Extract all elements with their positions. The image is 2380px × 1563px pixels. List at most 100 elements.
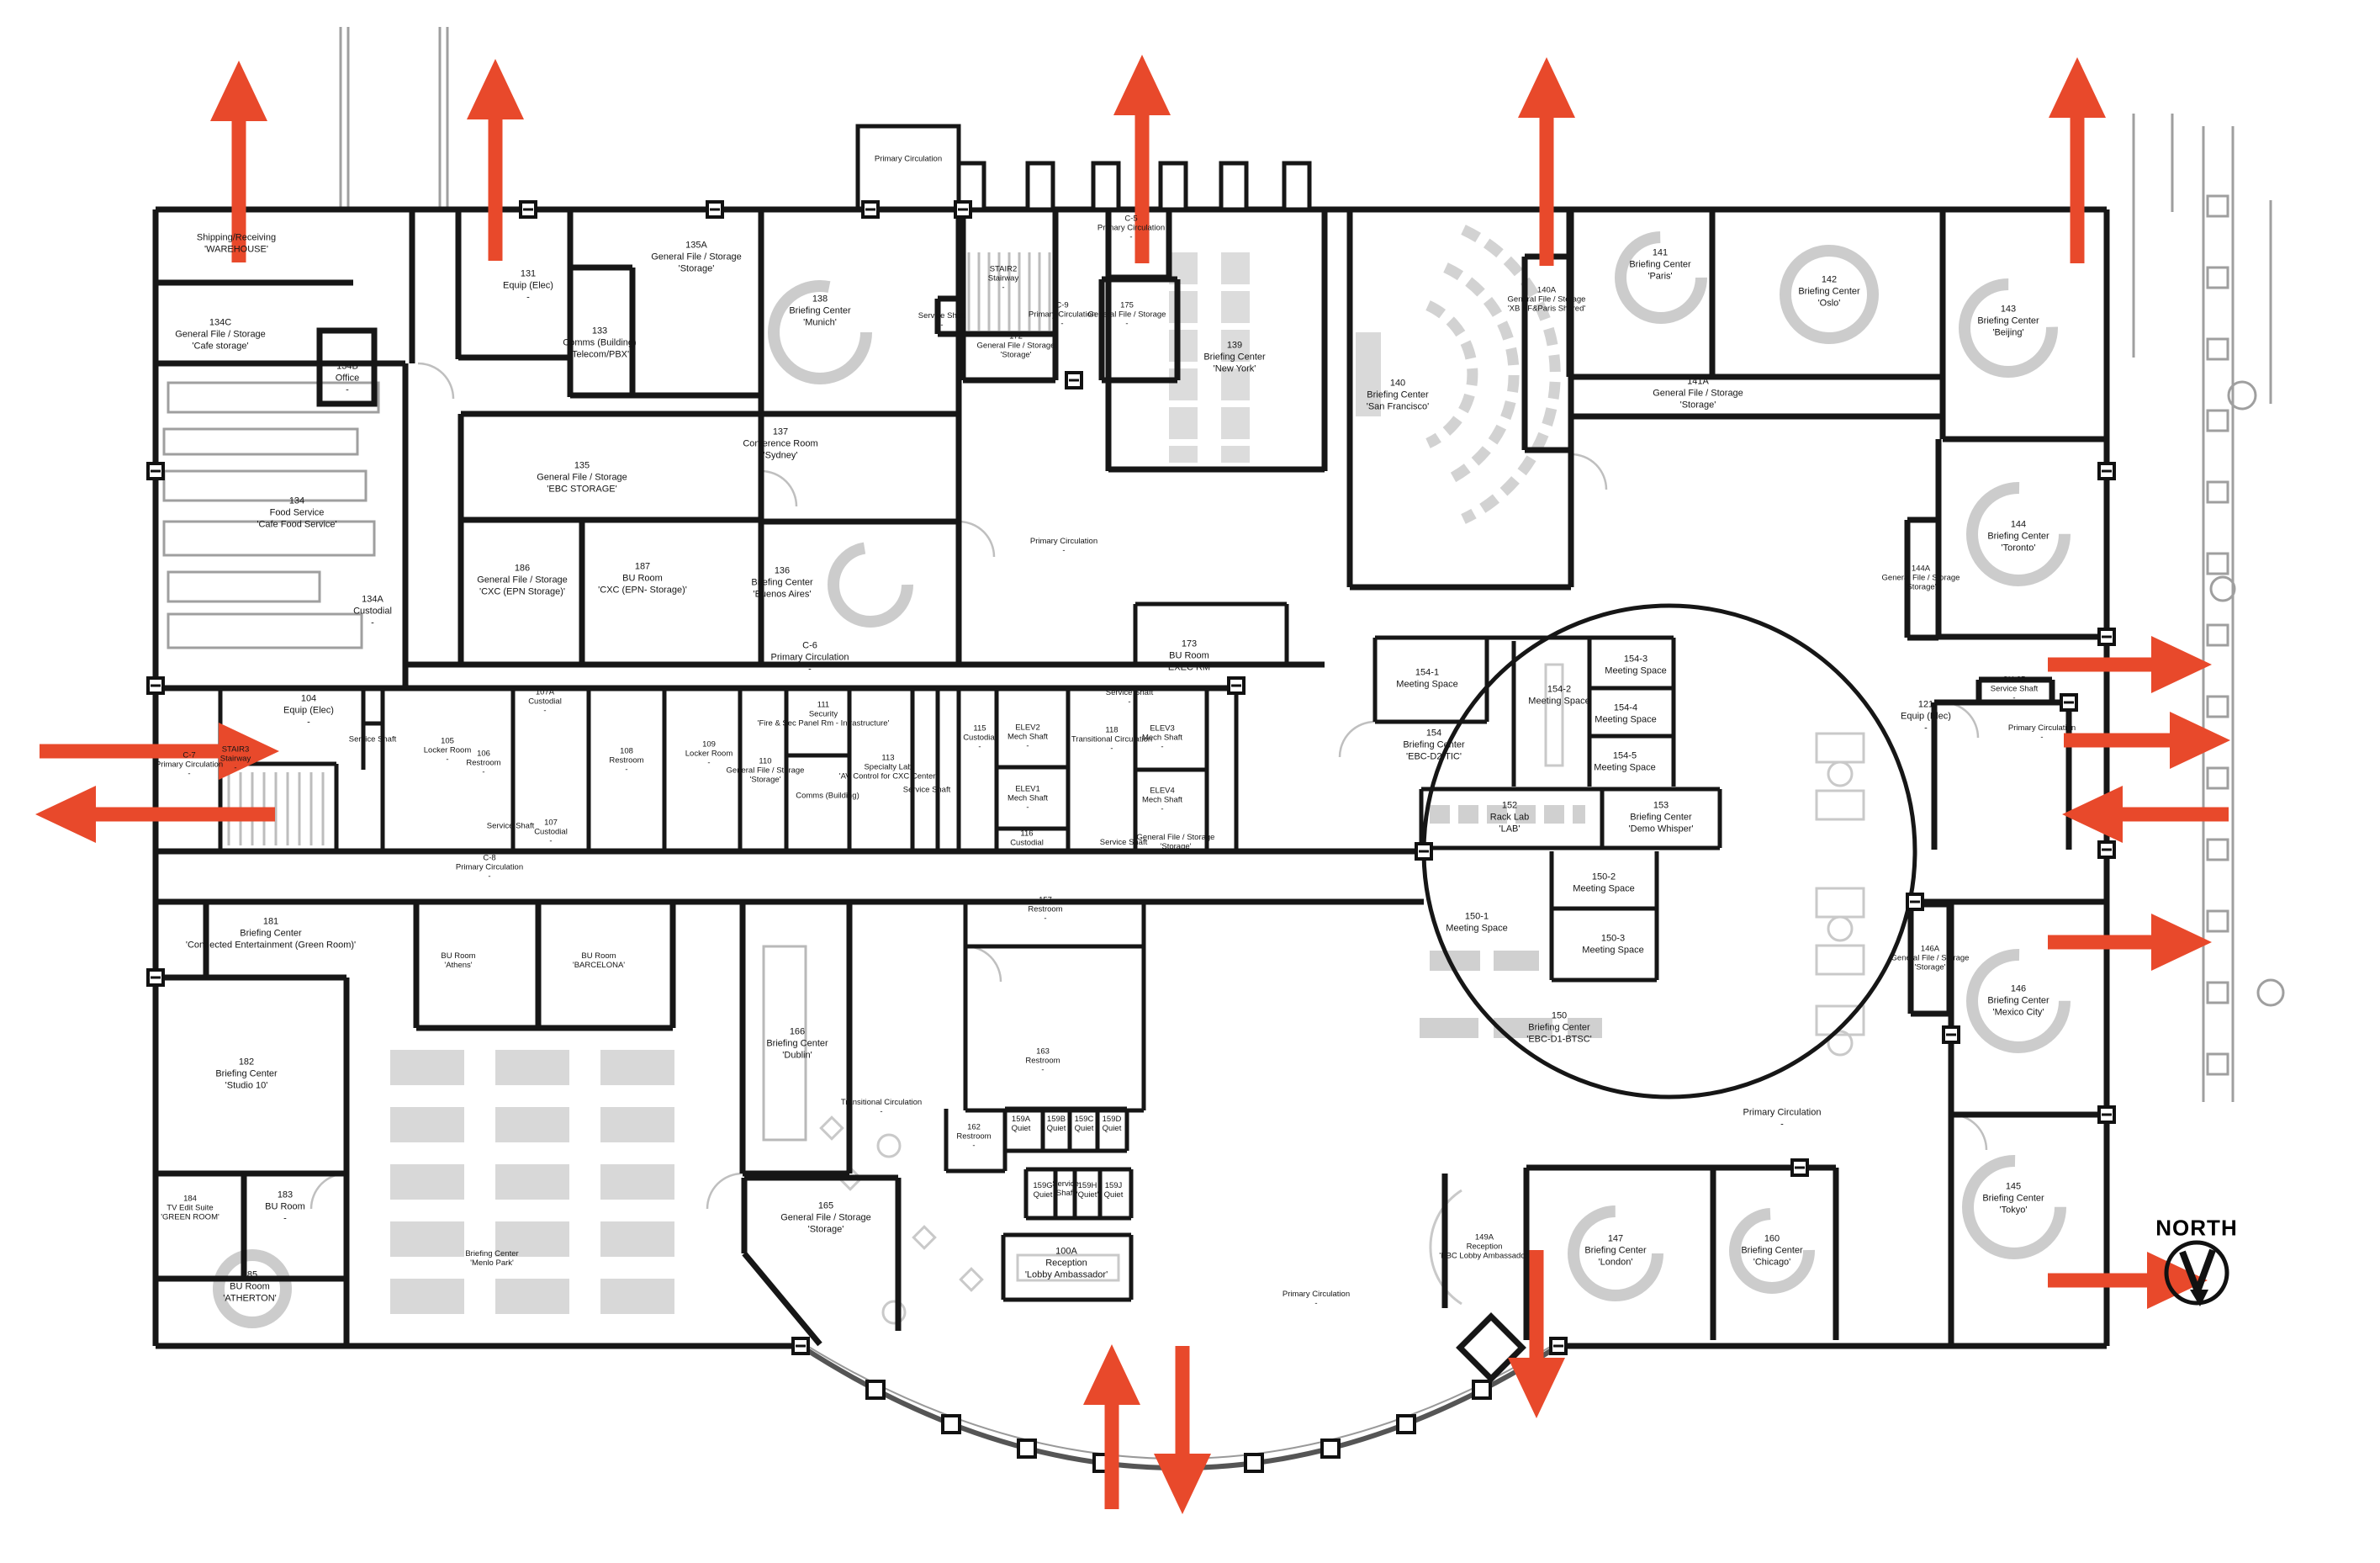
exterior-colonnade-columns: [2206, 194, 2229, 1076]
room-label-service-shaft: Service Shaft: [486, 821, 535, 831]
room-label-153: 153 Briefing Center 'Demo Whisper': [1628, 800, 1694, 834]
room-label-121: 121 Equip (Elec) -: [1901, 699, 1951, 733]
room-label-bu-room: BU Room 'Athens': [441, 951, 476, 970]
room-label-144: 144 Briefing Center 'Toronto': [1987, 519, 2049, 553]
room-label-107a: 107A Custodial -: [528, 687, 562, 716]
room-label-154-2: 154-2 Meeting Space: [1528, 684, 1590, 706]
room-label-c-5: C-5 Primary Circulation -: [1097, 214, 1166, 242]
room-label-primary-circulation: Primary Circulation -: [1029, 537, 1098, 555]
egress-arrow-up: [467, 59, 524, 261]
room-label-159h: 159H 'Quiet': [1076, 1181, 1099, 1200]
room-label-stair3: STAIR3 Stairway -: [219, 744, 251, 773]
colonnade-column: [2206, 409, 2229, 432]
room-label-134a: 134A Custodial -: [353, 594, 392, 628]
room-label-145: 145 Briefing Center 'Tokyo': [1982, 1181, 2044, 1215]
room-label-186: 186 General File / Storage 'CXC (EPN Sto…: [477, 563, 568, 596]
room-label-159a: 159A Quiet: [1011, 1115, 1031, 1133]
egress-arrow-right: [40, 723, 279, 780]
room-label-134: 134 Food Service 'Cafe Food Service': [257, 495, 337, 529]
room-label-175: 175 General File / Storage -: [1087, 300, 1166, 329]
room-label-150-1: 150-1 Meeting Space: [1446, 911, 1508, 933]
colonnade-column: [2206, 695, 2229, 718]
room-label-184: 184 TV Edit Suite 'GREEN ROOM': [161, 1194, 219, 1222]
room-label-service-shaft: Service Shaft: [348, 734, 397, 744]
colonnade-column: [2206, 480, 2229, 504]
colonnade-column: [2206, 1052, 2229, 1076]
room-label-118: 118 Transitional Circulation -: [1071, 725, 1153, 754]
room-label-111: 111 Security 'Fire & Sec Panel Rm - Infr…: [757, 700, 890, 729]
egress-arrow-left: [35, 786, 275, 843]
room-label-159d: 159D Quiet: [1102, 1115, 1122, 1133]
room-label-160: 160 Briefing Center 'Chicago': [1741, 1233, 1803, 1267]
room-label-bu-room: BU Room 'BARCELONA': [572, 951, 626, 970]
egress-arrow-down: [1508, 1250, 1565, 1418]
room-label-shipping-receiving: Shipping/Receiving 'WAREHOUSE': [196, 232, 277, 254]
room-label-elev1: ELEV1 Mech Shaft -: [1007, 784, 1049, 813]
room-label-c-6: C-6 Primary Circulation -: [770, 640, 849, 674]
colonnade-column: [2206, 623, 2229, 647]
room-label-106: 106 Restroom -: [466, 749, 501, 777]
room-label-briefing-center: Briefing Center 'Menlo Park': [465, 1249, 519, 1268]
room-label-142: 142 Briefing Center 'Oslo': [1798, 274, 1860, 308]
room-label-134b: 134B Office -: [335, 361, 360, 395]
room-label-159j: 159J Quiet: [1103, 1181, 1124, 1200]
room-label-primary-circulation: Primary Circulation -: [1282, 1290, 1351, 1308]
colonnade-column: [2206, 337, 2229, 361]
room-label-service-shaft: Service Shaft -: [1105, 688, 1154, 707]
room-label-146a: 146A General File / Storage 'Storage': [1891, 944, 1970, 972]
storefront-post-icon: [1017, 1438, 1037, 1459]
room-label-162: 162 Restroom -: [956, 1122, 992, 1151]
room-label-108: 108 Restroom -: [609, 746, 644, 775]
room-label-105: 105 Locker Room -: [423, 736, 472, 765]
room-label-163: 163 Restroom -: [1025, 1046, 1060, 1075]
room-label-c-8: C-8 Primary Circulation -: [455, 853, 524, 882]
room-label-service: Service Shaft: [1052, 1179, 1079, 1198]
room-label-elev4: ELEV4 Mech Shaft -: [1141, 786, 1183, 814]
room-label-152: 152 Rack Lab 'LAB': [1489, 800, 1530, 834]
exterior-site-lines: [339, 27, 2285, 1102]
room-label-144a: 144A General File / Storage 'Storage': [1881, 564, 1960, 592]
theater-seating-arcs: [1425, 225, 1561, 524]
north-label: NORTH: [2155, 1215, 2238, 1241]
room-label-140a: 140A General File / Storage 'XB SF&Paris…: [1507, 285, 1586, 314]
colonnade-column: [2206, 266, 2229, 289]
room-label-service-shaft: Service Shaft -: [918, 311, 966, 330]
storefront-post-icon: [865, 1380, 886, 1400]
egress-arrow-up: [1518, 57, 1575, 266]
room-label-110: 110 General File / Storage 'Storage': [726, 756, 805, 785]
room-label-147: 147 Briefing Center 'London': [1584, 1233, 1647, 1267]
egress-arrow-left: [2062, 786, 2229, 843]
egress-arrow-right: [2048, 636, 2212, 693]
storefront-post-icon: [1472, 1380, 1492, 1400]
room-label-comms-building: Comms (Building): [796, 791, 859, 801]
room-label-131: 131 Equip (Elec) -: [503, 268, 553, 302]
room-label-149a: 149A Reception 'EBC Lobby Ambassador': [1439, 1232, 1530, 1261]
room-label-133: 133 Comms (Building) 'Telecom/PBX': [563, 326, 637, 359]
room-label-181: 181 Briefing Center 'Connected Entertain…: [185, 916, 357, 950]
room-label-154-1: 154-1 Meeting Space: [1396, 667, 1458, 689]
egress-arrow-up: [1113, 55, 1171, 263]
room-label-141a: 141A General File / Storage 'Storage': [1653, 376, 1743, 410]
room-label-135: 135 General File / Storage 'EBC STORAGE': [537, 460, 627, 494]
room-label-183: 183 BU Room -: [265, 1189, 305, 1223]
egress-arrow-up: [210, 61, 267, 262]
room-label-115: 115 Custodial -: [963, 723, 997, 752]
room-label-134c: 134C General File / Storage 'Cafe storag…: [175, 317, 266, 351]
room-label-100a: 100A Reception 'Lobby Ambassador': [1024, 1246, 1108, 1280]
room-label-service-shaft: Service Shaft: [902, 785, 951, 795]
colonnade-column: [2206, 981, 2229, 1004]
room-label-transitional-circulation: Transitional Circulation -: [840, 1098, 923, 1116]
room-label-139: 139 Briefing Center 'New York': [1203, 340, 1266, 374]
room-label-150-2: 150-2 Meeting Space: [1573, 872, 1635, 893]
room-label-c-7: C-7 Primary Circulation -: [155, 750, 224, 779]
room-label-150-3: 150-3 Meeting Space: [1582, 933, 1644, 955]
storefront-post-icon: [941, 1414, 961, 1434]
room-label-141: 141 Briefing Center 'Paris': [1629, 247, 1691, 281]
colonnade-column: [2206, 194, 2229, 218]
room-label-137: 137 Conference Room 'Sydney': [743, 427, 818, 460]
room-label-146: 146 Briefing Center 'Mexico City': [1987, 983, 2049, 1017]
egress-arrow-up: [2049, 57, 2106, 263]
